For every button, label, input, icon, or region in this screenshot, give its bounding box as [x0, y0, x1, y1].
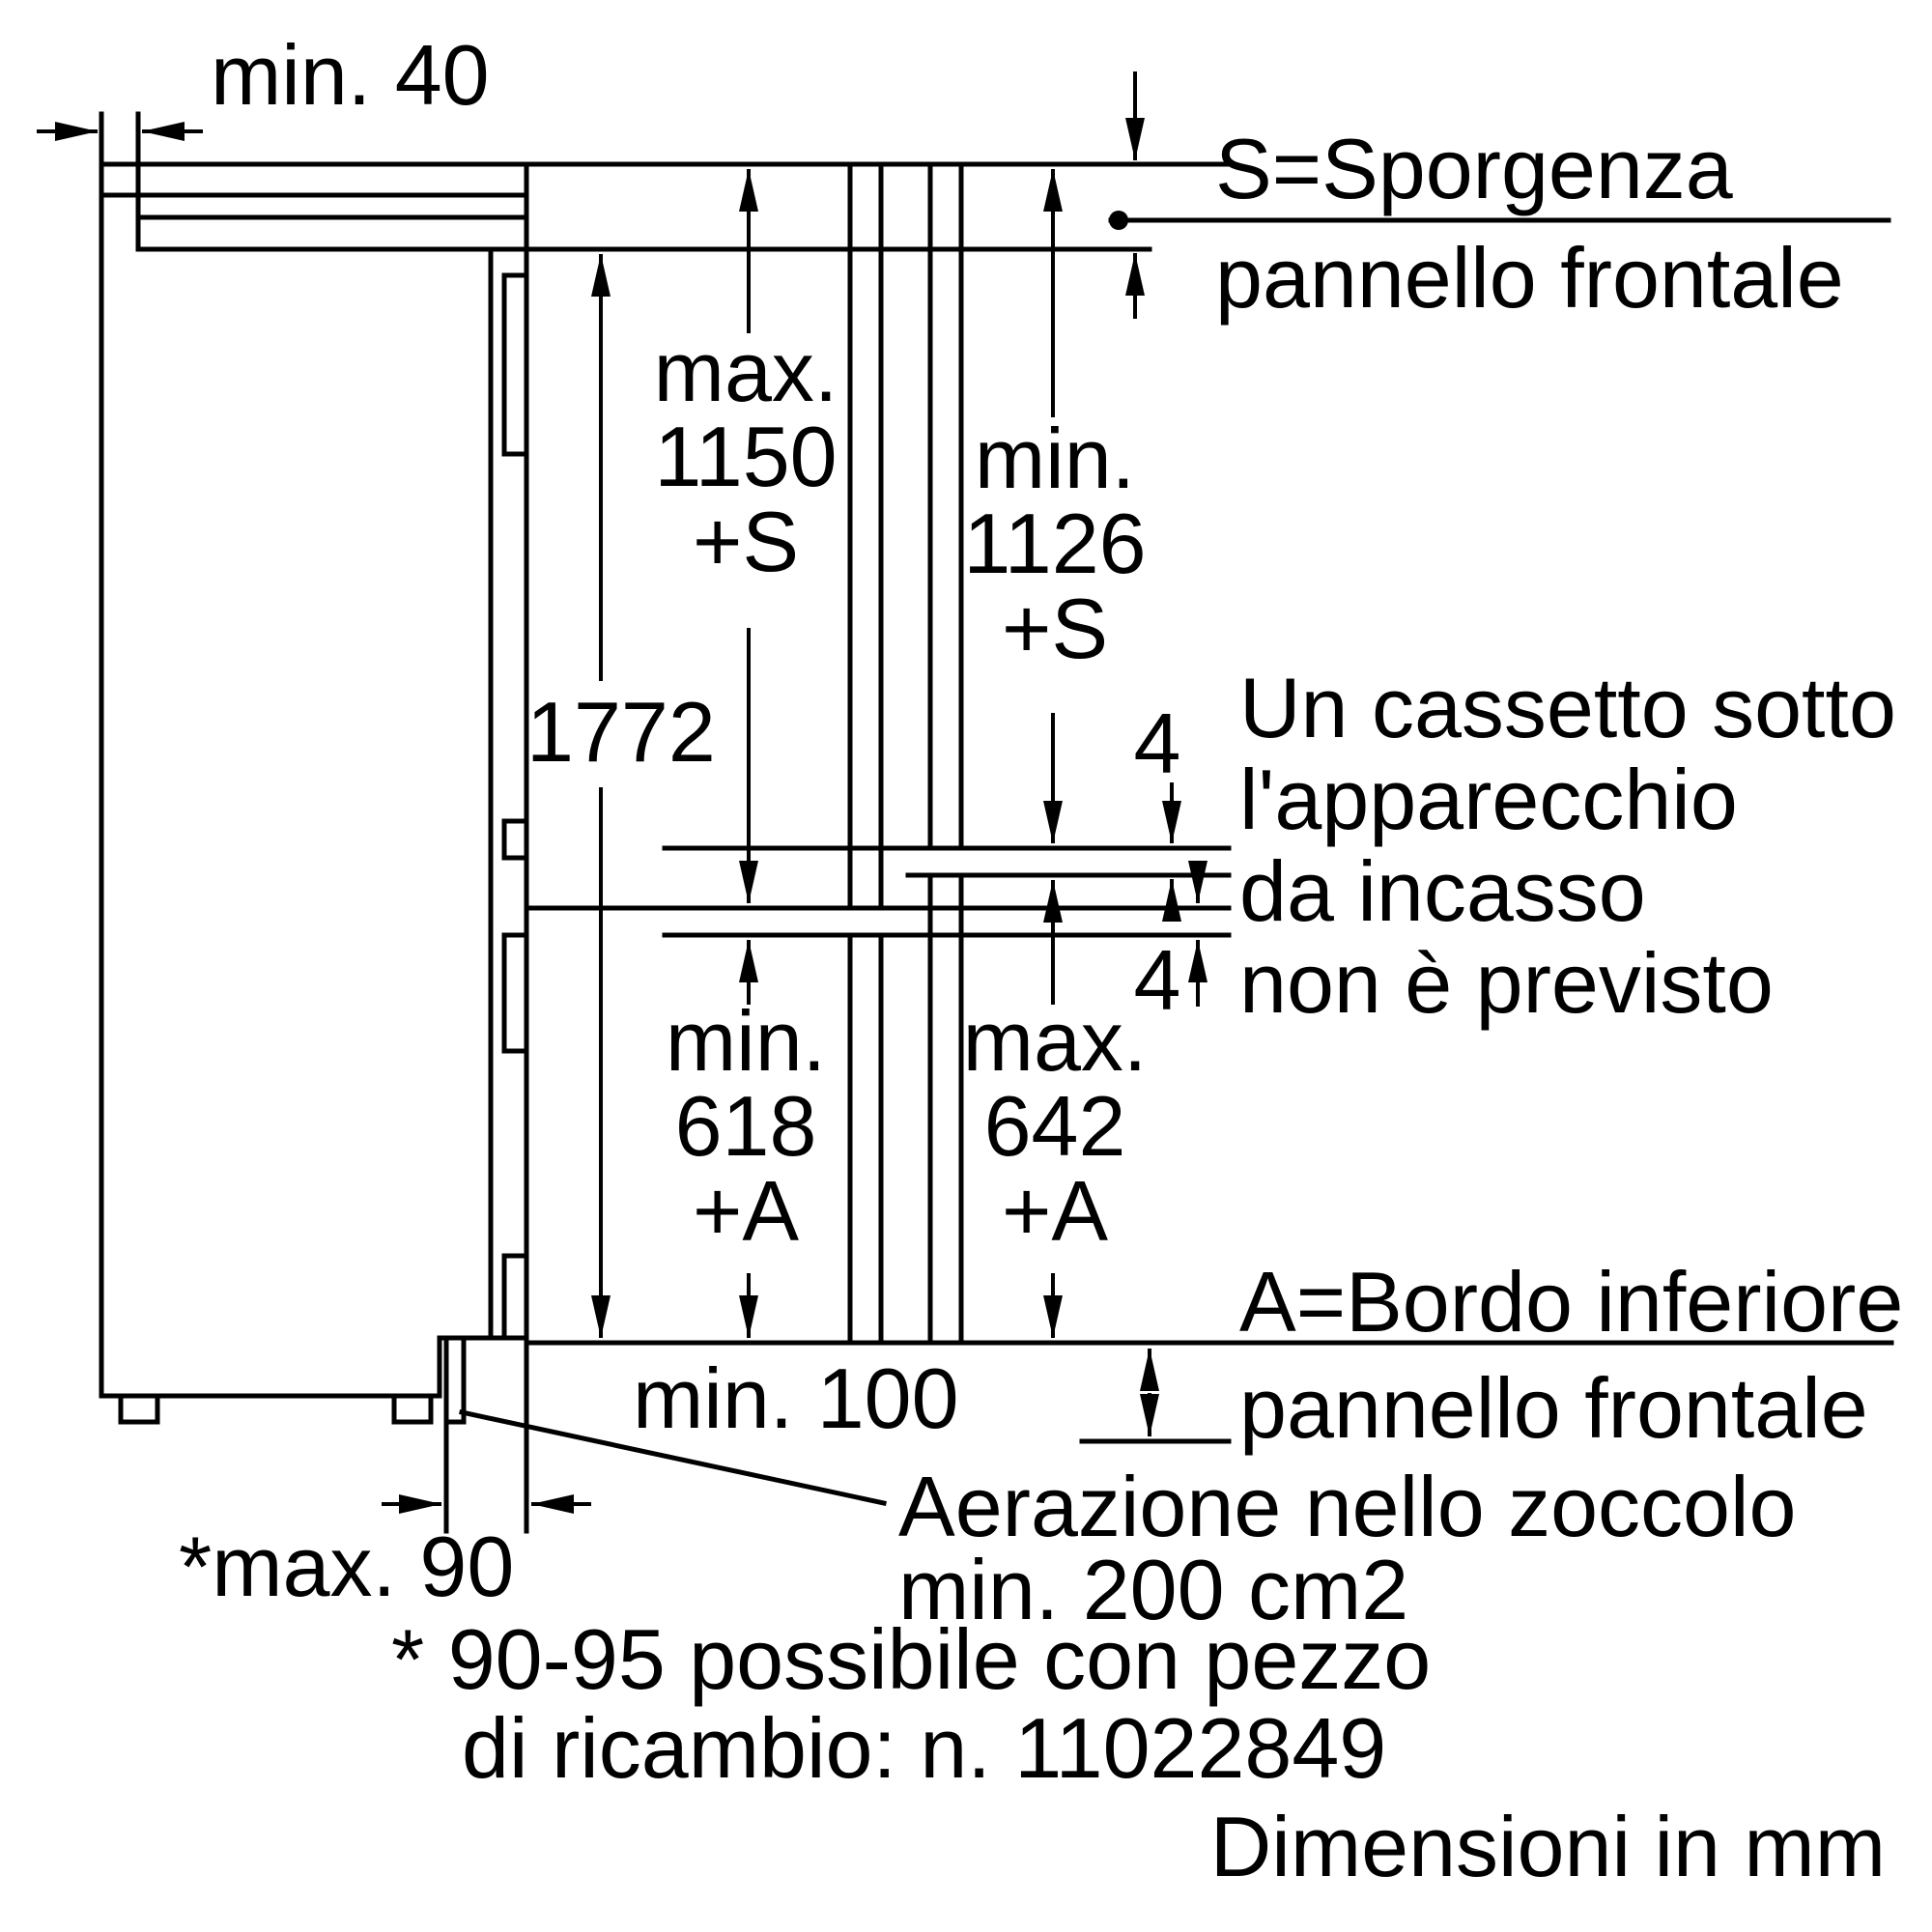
drawer-note-line2: l'apparecchio	[1239, 752, 1738, 847]
panel-bottom-min-word: min.	[666, 993, 826, 1089]
mounting-rails	[501, 272, 529, 1341]
projection-subtitle: pannello frontale	[1215, 230, 1844, 326]
lower-edge-subtitle: pannello frontale	[1239, 1360, 1868, 1456]
projection-title: S=Sporgenza	[1215, 121, 1733, 216]
gap-upper-label: 4	[1134, 696, 1181, 791]
reference-dot	[1109, 211, 1128, 230]
reference-lines	[459, 211, 1894, 1506]
panel-top-max-word: max.	[654, 324, 838, 419]
panel-top-min-value: 1126	[963, 496, 1146, 591]
panel-bottom-max-word: max.	[963, 993, 1148, 1089]
drawer-note-line3: da incasso	[1239, 843, 1646, 939]
panel-bottom-max-value: 642	[984, 1078, 1126, 1174]
panel-bottom-min-suffix: +A	[693, 1163, 799, 1259]
gap-lower-label: 4	[1134, 932, 1181, 1028]
panel-bottom-min-value: 618	[675, 1078, 817, 1174]
panel-top-max-value: 1150	[654, 409, 837, 504]
units-note: Dimensioni in mm	[1210, 1799, 1886, 1894]
panel-top-min-suffix: +S	[1002, 581, 1108, 676]
dimension-arrows	[37, 71, 1208, 1514]
door-panels	[847, 161, 964, 1346]
dimension-labels: min. 40 S=Sporgenza pannello frontale ma…	[179, 27, 1903, 1894]
drawer-note-line1: Un cassetto sotto	[1239, 660, 1896, 755]
panel-split-lines	[524, 845, 1232, 938]
plinth-vent-bar	[443, 1335, 467, 1534]
vent-note-line1: Aerazione nello zoccolo	[898, 1459, 1796, 1554]
drawer-note-line4: non è previsto	[1239, 935, 1774, 1031]
top-clearance-label: min. 40	[211, 27, 490, 123]
plinth-depth-label: *max. 90	[179, 1519, 514, 1614]
panel-bottom-max-suffix: +A	[1002, 1163, 1108, 1259]
lower-edge-title: A=Bordo inferiore	[1239, 1254, 1903, 1350]
appliance-feet	[118, 1393, 434, 1425]
panel-top-min-word: min.	[975, 411, 1135, 506]
plinth-vent-height-label: min. 100	[633, 1350, 959, 1446]
footnote-line1: * 90-95 possibile con pezzo	[391, 1611, 1431, 1707]
footnote-line2: di ricambio: n. 11022849	[462, 1700, 1386, 1796]
vent-leader-line	[459, 1409, 887, 1506]
appliance-height-label: 1772	[526, 684, 716, 780]
panel-top-max-suffix: +S	[693, 494, 799, 589]
vent-note-line2: min. 200 cm2	[898, 1542, 1408, 1637]
